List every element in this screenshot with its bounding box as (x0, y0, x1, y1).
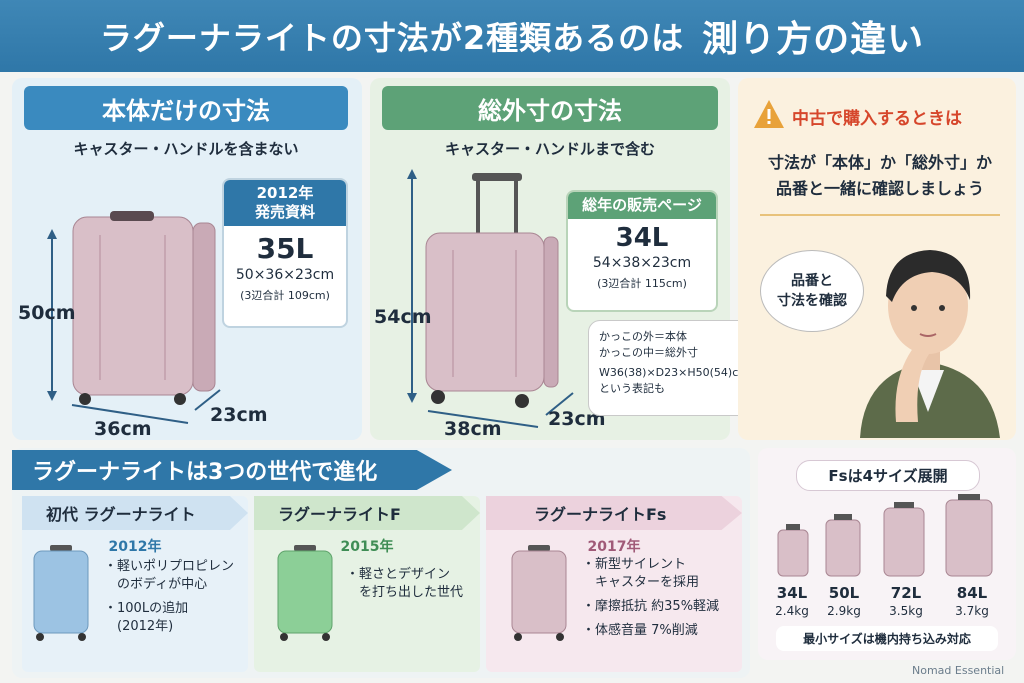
suitcase-overall-illustration (407, 169, 574, 428)
overall-dims: 54×38×23cm (592, 255, 692, 271)
title-main: ラグーナライトの寸法が2種類あるのは (99, 19, 685, 57)
gen-3-bullet-3: ・体感音量 7%削減 (582, 623, 698, 638)
gen-2-bullet-1b: を打ち出した世代 (359, 585, 464, 600)
gen-3-name: ラグーナライトFs (486, 496, 742, 530)
person-illustration (860, 250, 1000, 438)
body-spec-card-head: 2012年 発売資料 (224, 180, 346, 226)
body-depth-label: 23cm (210, 404, 268, 426)
generations-title: ラグーナライトは3つの世代で進化 (12, 450, 452, 490)
title-banner: ラグーナライトの寸法が2種類あるのは 測り方の違い (0, 0, 1024, 72)
gen-1-bullets: ・軽いポリプロピレン のボディが中心 ・100Lの追加 (2012年) (104, 558, 244, 636)
gen-1-bullet-2a: ・100Lの追加 (104, 601, 189, 616)
body-card-source: 発売資料 (254, 203, 315, 221)
gen-1-year: 2012年 (108, 539, 162, 555)
gen-2-suitcase (277, 545, 333, 641)
body-only-tab: 本体だけの寸法 (24, 86, 348, 130)
overall-subtitle: キャスター・ハンドルまで含む (444, 140, 655, 158)
overall-total: (3辺合計 115cm) (597, 277, 687, 290)
overall-liters: 34L (615, 223, 669, 253)
advice-line-1: 寸法が「本体」か「総外寸」か (767, 153, 992, 172)
notation-line-1: かっこの外＝本体 (599, 330, 687, 343)
gen-2-name: ラグーナライトF (254, 496, 480, 530)
overall-tab: 総外寸の寸法 (382, 86, 718, 130)
gen-1-bullet-2b: (2012年) (117, 619, 174, 634)
suitcase-body-illustration (47, 211, 221, 424)
body-total: (3辺合計 109cm) (240, 289, 330, 302)
gen-1-bullet-1a: ・軽いポリプロピレン (104, 559, 235, 574)
advice-line-2: 品番と一緒に確認しましょう (775, 179, 984, 198)
gen-2-bullet-1a: ・軽さとデザイン (346, 567, 451, 582)
gen-1-name: 初代 ラグーナライト (22, 496, 248, 530)
notation-line-3: W36(38)×D23×H50(54)cm (599, 366, 749, 379)
thought-line-1: 品番と (791, 273, 833, 289)
body-height-label: 50cm (18, 302, 76, 324)
advice-heading-pre: 中古 (792, 109, 826, 129)
body-width-label: 36cm (94, 418, 152, 440)
gen-1-bullet-1b: のボディが中心 (117, 577, 208, 592)
advice-heading: 中古で購入するときは (792, 104, 962, 129)
fs-suitcase-50l (825, 514, 861, 577)
credit: Nomad Essential (912, 664, 1005, 677)
body-liters: 35L (256, 232, 314, 265)
gen-3-year: 2017年 (587, 539, 641, 555)
fs-note: 最小サイズは機内持ち込み対応 (776, 626, 998, 651)
body-spec-card: 2012年 発売資料 35L 50×36×23cm (3辺合計 109cm) (222, 178, 348, 328)
overall-depth-label: 23cm (548, 408, 606, 430)
overall-width-label: 38cm (444, 418, 502, 440)
fs-suitcases-row (777, 494, 993, 577)
notation-line-2: かっこの中＝総外寸 (599, 346, 698, 359)
body-dims: 50×36×23cm (235, 267, 335, 283)
fs-suitcase-72l (883, 502, 925, 577)
gen-1-suitcase (33, 545, 89, 641)
fs-suitcase-84l (945, 494, 993, 577)
body-only-subtitle: キャスター・ハンドルを含まない (73, 140, 299, 158)
thought-bubble: 品番と 寸法を確認 (760, 250, 864, 332)
advice-text: 寸法が「本体」か「総外寸」か 品番と一緒に確認しましょう (752, 150, 1008, 202)
thought-line-2: 寸法を確認 (777, 293, 847, 309)
overall-card-source: 総年の販売ページ (568, 192, 716, 219)
fs-sizes-title: Fsは4サイズ展開 (796, 460, 980, 491)
notation-line-4: という表記も (599, 382, 665, 395)
overall-spec-card: 総年の販売ページ 34L 54×38×23cm (3辺合計 115cm) (566, 190, 718, 312)
title-emphasis: 測り方の違い (702, 19, 925, 60)
overall-height-label: 54cm (374, 306, 432, 328)
notation-bubble: かっこの外＝本体 かっこの中＝総外寸 W36(38)×D23×H50(54)cm… (588, 320, 756, 416)
gen-3-bullet-2: ・摩擦抵抗 約35%軽減 (582, 599, 720, 614)
body-card-year: 2012年 (256, 184, 314, 202)
gen-3-bullets: ・新型サイレント キャスターを採用 ・摩擦抵抗 約35%軽減 ・体感音量 7%削… (582, 556, 740, 640)
gen-3-suitcase (511, 545, 567, 641)
gen-3-bullet-1b: キャスターを採用 (595, 575, 700, 590)
gen-2-year: 2015年 (340, 539, 394, 555)
advice-divider (760, 214, 1000, 216)
gen-3-bullet-1a: ・新型サイレント (582, 557, 687, 572)
warning-icon (754, 100, 784, 128)
advice-heading-post: で購入するときは (826, 109, 962, 129)
fs-suitcase-34l (777, 524, 809, 577)
gen-2-bullets: ・軽さとデザイン を打ち出した世代 (346, 566, 476, 602)
